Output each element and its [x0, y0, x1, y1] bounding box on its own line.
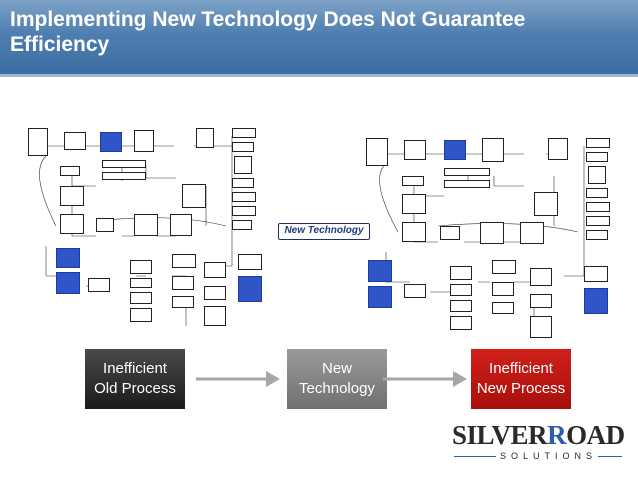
flowchart-step	[130, 308, 152, 322]
flowchart-step	[482, 138, 504, 162]
flowchart-step-highlight	[368, 286, 392, 308]
flowchart-step	[60, 214, 84, 234]
flowchart-step	[232, 192, 256, 202]
flowchart-step	[586, 188, 608, 198]
flowchart-step	[60, 186, 84, 206]
stage-inefficient-old-process: Inefficient Old Process	[85, 349, 185, 409]
flowchart-step	[196, 128, 214, 148]
flowchart-step-highlight	[584, 288, 608, 314]
flowchart-step	[444, 168, 490, 176]
flowchart-step	[586, 152, 608, 162]
flowchart-step	[232, 220, 252, 230]
flowchart-step	[170, 214, 192, 236]
flowchart-step	[64, 132, 86, 150]
flowchart-step	[548, 138, 568, 160]
flowchart-step	[28, 128, 48, 156]
title-banner: Implementing New Technology Does Not Gua…	[0, 0, 638, 74]
flowchart-step	[234, 156, 252, 174]
flowchart-step	[232, 142, 254, 152]
stage-line-2: Old Process	[94, 380, 176, 397]
flowchart-step	[172, 296, 194, 308]
stage-new-technology: New Technology	[287, 349, 387, 409]
flowchart-step	[450, 266, 472, 280]
flowchart-step	[586, 138, 610, 148]
flowchart-step-highlight	[100, 132, 122, 152]
title-divider	[0, 74, 638, 77]
stage-line-1: New	[321, 360, 352, 377]
flowchart-step	[444, 180, 490, 188]
flowchart-step	[232, 206, 256, 216]
page-title: Implementing New Technology Does Not Gua…	[10, 8, 526, 56]
flowchart-step-highlight	[238, 276, 262, 302]
flowchart-step	[366, 138, 388, 166]
stage-inefficient-new-process: Inefficient New Process	[471, 349, 571, 409]
flowchart-step	[520, 222, 544, 244]
flowchart-step	[492, 302, 514, 314]
flowchart-step	[204, 306, 226, 326]
old-process-flowchart	[26, 126, 280, 346]
flowchart-step	[492, 260, 516, 274]
new-technology-callout: New Technology	[278, 223, 370, 240]
silverroad-logo: SILVERROAD SOLUTIONS	[448, 420, 626, 468]
right-arrow-icon	[383, 371, 467, 387]
logo-subtitle: SOLUTIONS	[500, 451, 598, 461]
flowchart-step	[402, 222, 426, 242]
flowchart-step	[130, 260, 152, 274]
flowchart-step	[404, 140, 426, 160]
flowchart-step	[530, 294, 552, 308]
logo-rule-right	[598, 456, 622, 457]
flowchart-step	[530, 316, 552, 338]
flowchart-step	[450, 316, 472, 330]
flowchart-step	[232, 178, 254, 188]
flowchart-step-highlight	[56, 272, 80, 294]
flowchart-step-highlight	[444, 140, 466, 160]
flowchart-step	[530, 268, 552, 286]
flowchart-step	[102, 172, 146, 180]
flowchart-step	[182, 184, 206, 208]
stage-line-2: Technology	[299, 380, 375, 397]
flowchart-step	[584, 266, 608, 282]
flowchart-step-highlight	[368, 260, 392, 282]
flowchart-step	[440, 226, 460, 240]
flowchart-step	[130, 278, 152, 288]
flowchart-step	[586, 230, 608, 240]
flowchart-step-highlight	[56, 248, 80, 268]
flowchart-step	[232, 128, 256, 138]
flowchart-step	[586, 216, 610, 226]
flowchart-step	[134, 214, 158, 236]
flowchart-step	[588, 166, 606, 184]
flowchart-step	[96, 218, 114, 232]
flowchart-step	[204, 262, 226, 278]
logo-wordmark: SILVERROAD	[452, 420, 625, 450]
flowchart-step	[586, 202, 610, 212]
flowchart-step	[450, 300, 472, 312]
stage-line-1: Inefficient	[103, 360, 167, 377]
flowchart-step	[172, 276, 194, 290]
flowchart-step	[102, 160, 146, 168]
flowchart-step	[480, 222, 504, 244]
stage-line-1: Inefficient	[489, 360, 553, 377]
flowchart-step	[134, 130, 154, 152]
flowchart-step	[450, 284, 472, 296]
flowchart-step	[534, 192, 558, 216]
flowchart-step	[492, 282, 514, 296]
logo-rule-left	[454, 456, 496, 457]
new-process-flowchart	[364, 136, 622, 346]
flowchart-step	[172, 254, 196, 268]
flowchart-step	[60, 166, 80, 176]
flowchart-step	[204, 286, 226, 300]
flowchart-step	[238, 254, 262, 270]
right-arrow-icon	[196, 371, 280, 387]
flowchart-step	[402, 194, 426, 214]
flowchart-step	[130, 292, 152, 304]
flowchart-step	[404, 284, 426, 298]
flowchart-step	[402, 176, 424, 186]
flowchart-step	[88, 278, 110, 292]
stage-line-2: New Process	[476, 380, 566, 397]
